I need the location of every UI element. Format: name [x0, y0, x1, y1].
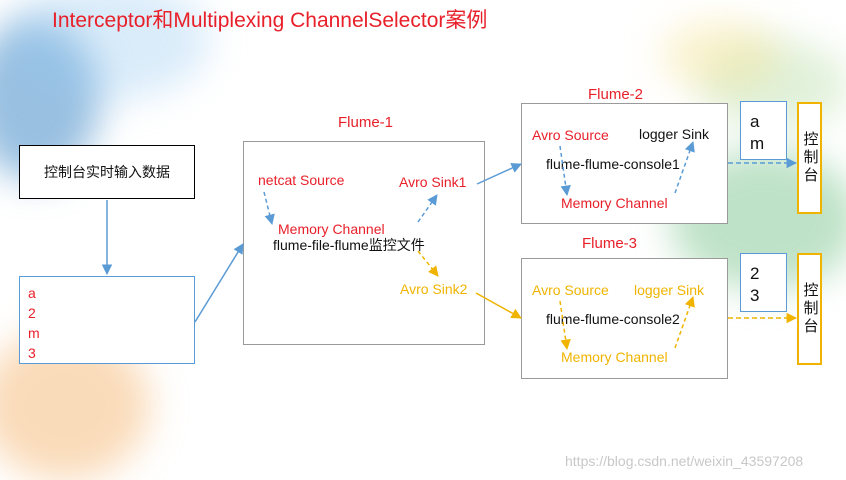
flume1-avro-sink1: Avro Sink1	[399, 174, 467, 190]
output1-console-label: 控制台	[801, 131, 819, 185]
input-data-box: a 2 m 3	[19, 276, 195, 364]
flume2-caption: flume-flume-console1	[546, 156, 680, 172]
arrow-channel-to-sink1	[417, 194, 438, 223]
flume3-memory-channel: Memory Channel	[561, 349, 668, 365]
output1-value-line: m	[750, 134, 765, 153]
watermark-url: https://blog.csdn.net/weixin_43597208	[565, 453, 804, 469]
flume3-label: Flume-3	[582, 235, 638, 252]
flume3-logger-sink: logger Sink	[634, 282, 705, 298]
diagram-title: Interceptor和Multiplexing ChannelSelector…	[52, 9, 488, 32]
input-console-label: 控制台实时输入数据	[44, 164, 170, 180]
flume1-caption: flume-file-flume监控文件	[273, 237, 425, 253]
flume2-label: Flume-2	[588, 86, 644, 103]
flume2-avro-source: Avro Source	[532, 127, 609, 143]
arrow-sink2-to-flume3	[475, 292, 522, 319]
arrow-data-to-flume1	[194, 243, 244, 323]
flume3-avro-source: Avro Source	[532, 282, 609, 298]
input-data-line: m	[28, 325, 40, 341]
flume1-avro-sink2: Avro Sink2	[400, 281, 468, 297]
arrow-sink1-to-flume2	[476, 163, 522, 185]
output1-value-box: a m	[740, 101, 787, 160]
arrow-f2-channel-to-sink	[674, 141, 695, 194]
output2-value-box: 2 3	[740, 253, 787, 312]
flume2-memory-channel: Memory Channel	[561, 195, 668, 211]
flume3-box	[521, 258, 728, 379]
output2-value-line: 2	[750, 264, 760, 283]
arrow-netcat-to-channel	[263, 191, 275, 226]
output1-value-line: a	[750, 112, 760, 131]
output1-console-box: 控制台	[797, 102, 822, 214]
flume1-box	[243, 141, 485, 345]
flume2-box	[521, 103, 728, 224]
arrow-f3-channel-to-sink	[674, 296, 695, 349]
flume1-memory-channel: Memory Channel	[278, 221, 385, 237]
output2-console-box: 控制台	[797, 253, 822, 365]
flume3-caption: flume-flume-console2	[546, 311, 680, 327]
input-console-box: 控制台实时输入数据	[19, 145, 195, 199]
output2-console-label: 控制台	[801, 282, 819, 336]
flume1-netcat-source: netcat Source	[258, 172, 345, 188]
arrow-f3-source-to-channel	[559, 300, 571, 351]
input-data-line: a	[28, 285, 36, 301]
output2-value-line: 3	[750, 286, 760, 305]
input-data-line: 3	[28, 345, 36, 361]
flume2-logger-sink: logger Sink	[639, 126, 710, 142]
flume1-label: Flume-1	[338, 114, 394, 131]
input-data-line: 2	[28, 305, 36, 321]
arrow-f2-source-to-channel	[559, 145, 571, 197]
arrow-channel-to-sink2	[417, 250, 439, 277]
